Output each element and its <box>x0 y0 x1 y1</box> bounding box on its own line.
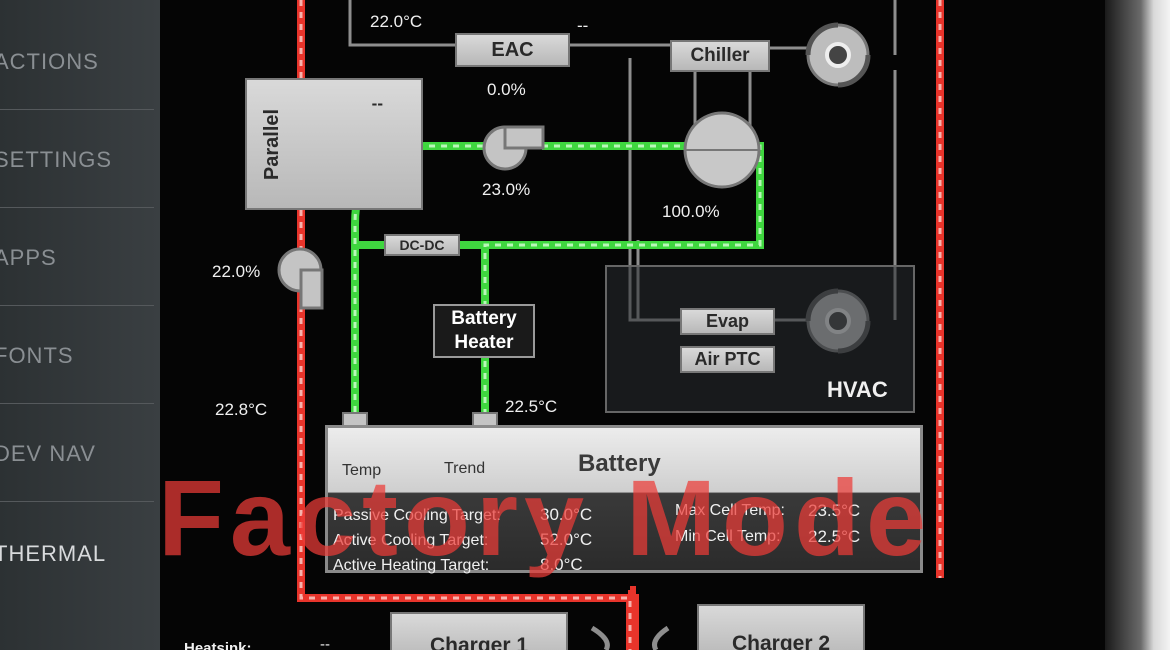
eac-label: EAC <box>491 38 534 61</box>
sidebar-item-label: FONTS <box>0 342 74 368</box>
screen-bezel <box>1105 0 1170 650</box>
sidebar-item-label: APPS <box>0 244 57 270</box>
pump1-value: 23.0% <box>482 180 531 199</box>
battery-title: Battery <box>578 450 661 477</box>
min-cell-label: Min Cell Temp: <box>675 528 781 545</box>
air-ptc-label: Air PTC <box>694 349 761 369</box>
battery-heater-box: Battery Heater <box>433 304 535 358</box>
thermal-diagram: 22.0°C -- EAC 0.0% Chiller -- Parallel 2… <box>160 0 1105 650</box>
battery-trend-label: Trend <box>444 460 486 477</box>
sidebar-item-actions[interactable]: ACTIONS <box>0 14 154 110</box>
sidebar-item-label: THERMAL <box>0 541 107 566</box>
charger-2-label: Charger 2 <box>731 632 831 650</box>
pump2-value: 22.0% <box>212 262 261 281</box>
dcdc-label: DC-DC <box>399 237 445 253</box>
sidebar-item-thermal[interactable]: THERMAL <box>0 506 154 602</box>
top-dash: -- <box>577 16 589 35</box>
evap-label: Evap <box>705 311 750 331</box>
active-heating-value: 8.0°C <box>540 555 583 574</box>
eac-box: EAC <box>455 33 570 67</box>
top-temp: 22.0°C <box>370 12 423 31</box>
battery-panel: Temp Trend Battery Passive Cooling Targe… <box>325 425 923 574</box>
sidebar-item-apps[interactable]: APPS <box>0 210 154 306</box>
pump-icons <box>277 125 545 310</box>
sidebar-item-settings[interactable]: SETTINGS <box>0 112 154 208</box>
parallel-valve: -- <box>245 78 423 210</box>
battery-temp-label: Temp <box>342 462 382 479</box>
sidebar-item-label: ACTIONS <box>0 48 99 74</box>
heatsink-value: -- <box>320 636 330 650</box>
parallel-value: -- <box>371 94 383 113</box>
charger-2-box: Charger 2 <box>697 604 865 650</box>
min-cell-value: 22.5°C <box>808 527 861 546</box>
chiller-box: Chiller <box>670 40 770 72</box>
hvac-panel <box>605 265 915 413</box>
max-cell-label: Max Cell Temp: <box>675 502 785 519</box>
sidebar-item-label: DEV NAV <box>0 440 96 466</box>
battery-heater-label-1: Battery <box>451 308 517 329</box>
active-cooling-value: 52.0°C <box>540 530 593 549</box>
parallel-label: Parallel <box>261 108 284 180</box>
charger-1-box: Charger 1 <box>390 612 568 650</box>
hvac-label: HVAC <box>827 377 888 402</box>
passive-cooling-label: Passive Cooling Target: <box>333 507 501 524</box>
dcdc-box: DC-DC <box>384 234 460 256</box>
evap-box: Evap <box>680 308 775 335</box>
left-temp: 22.8°C <box>215 400 268 419</box>
active-cooling-label: Active Cooling Target: <box>333 532 489 549</box>
sidebar-item-label: SETTINGS <box>0 146 113 172</box>
piping-lines <box>277 0 944 650</box>
heater-temp: 22.5°C <box>505 397 558 416</box>
sidebar-item-fonts[interactable]: FONTS <box>0 308 154 404</box>
sidebar-item-dev-nav[interactable]: DEV NAV <box>0 406 154 502</box>
eac-value: 0.0% <box>487 80 526 99</box>
active-heating-label: Active Heating Target: <box>333 557 490 574</box>
heatsink-label: Heatsink: <box>184 640 252 650</box>
max-cell-value: 23.5°C <box>808 501 861 520</box>
passive-cooling-value: 30.0°C <box>540 505 593 524</box>
parallel-label-wrap: Parallel <box>245 78 301 210</box>
chiller-label: Chiller <box>690 45 750 66</box>
battery-heater-label-2: Heater <box>454 332 514 353</box>
sidebar: ACTIONS SETTINGS APPS FONTS DEV NAV THER… <box>0 0 160 650</box>
radiator-value: 100.0% <box>662 202 720 221</box>
charger-1-label: Charger 1 <box>429 634 529 650</box>
air-ptc-box: Air PTC <box>680 346 775 373</box>
